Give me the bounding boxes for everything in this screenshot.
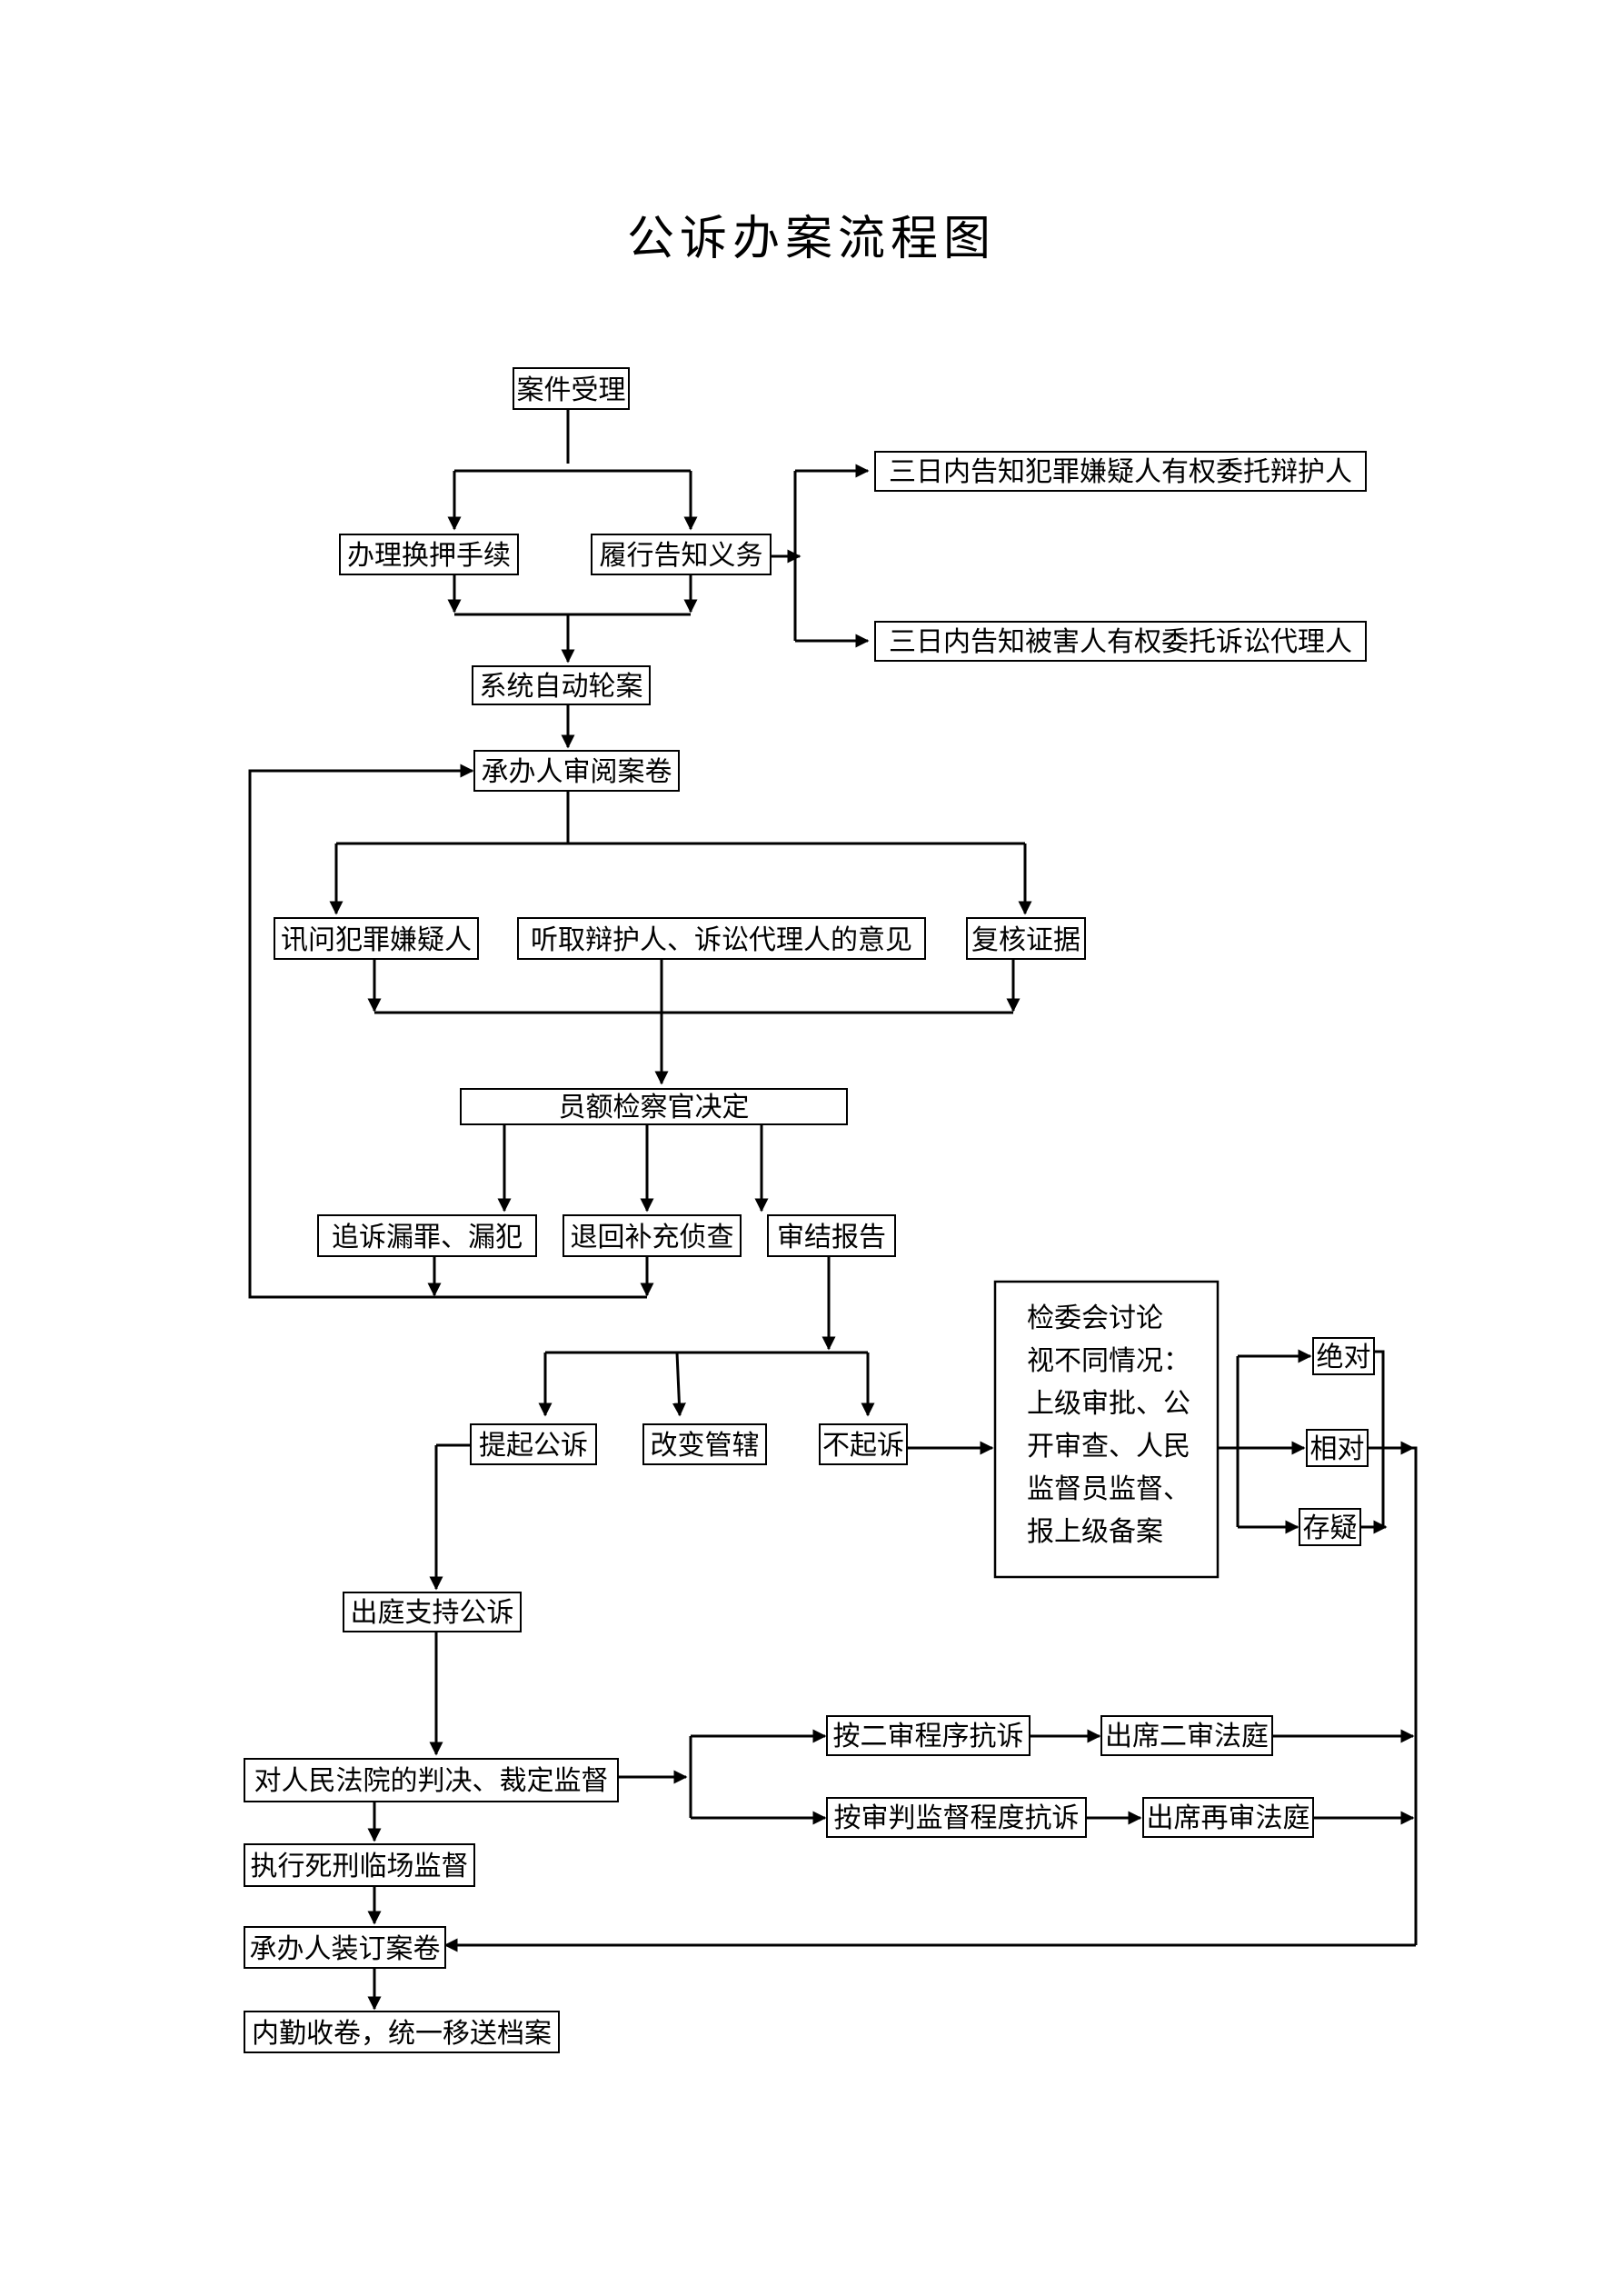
node-court2: 出席二审法庭 xyxy=(1100,1715,1273,1756)
node-notify: 履行告知义务 xyxy=(591,534,772,575)
node-absolute-label: 绝对 xyxy=(1317,1342,1371,1373)
node-accept: 案件受理 xyxy=(513,367,630,410)
node-notify-label: 履行告知义务 xyxy=(600,540,763,572)
node-court-label: 出庭支持公诉 xyxy=(351,1597,514,1629)
page-title: 公诉办案流程图 xyxy=(626,212,996,266)
node-return-label: 退回补充侦查 xyxy=(571,1222,734,1253)
node-verify-label: 复核证据 xyxy=(971,924,1080,956)
node-verify: 复核证据 xyxy=(966,917,1086,960)
node-no-prosecute-label: 不起诉 xyxy=(822,1430,904,1462)
node-supervise: 对人民法院的判决、裁定监督 xyxy=(244,1758,619,1802)
node-hear-opinions-label: 听取辩护人、诉讼代理人的意见 xyxy=(531,924,912,956)
node-committee: 检委会讨论 视不同情况： 上级审批、公 开审查、人民 监督员监督、 报上级备案 xyxy=(993,1280,1220,1579)
node-transfer: 改变管辖 xyxy=(642,1423,767,1465)
committee-line-4: 开审查、人民 xyxy=(1027,1431,1190,1462)
node-auto-assign: 系统自动轮案 xyxy=(472,665,651,705)
node-relative: 相对 xyxy=(1306,1429,1369,1467)
decision-merge xyxy=(1368,1350,1385,1527)
node-court-retrial-label: 出席再审法庭 xyxy=(1147,1802,1310,1834)
node-appeal2: 按二审程序抗诉 xyxy=(826,1715,1031,1756)
connectors xyxy=(248,409,1418,2011)
node-relative-label: 相对 xyxy=(1310,1433,1365,1465)
node-notify-suspect: 三日内告知犯罪嫌疑人有权委托辩护人 xyxy=(874,451,1367,492)
node-archive-label: 内勤收卷，统一移送档案 xyxy=(252,2018,552,2050)
node-notify-victim: 三日内告知被害人有权委托诉讼代理人 xyxy=(874,621,1367,662)
node-notify-victim-label: 三日内告知被害人有权委托诉讼代理人 xyxy=(889,626,1352,658)
committee-line-2: 视不同情况： xyxy=(1027,1345,1190,1377)
node-execution-label: 执行死刑临场监督 xyxy=(251,1851,469,1882)
node-doubt-label: 存疑 xyxy=(1303,1512,1358,1544)
node-court-retrial: 出席再审法庭 xyxy=(1142,1797,1314,1838)
node-review-label: 承办人审阅案卷 xyxy=(482,756,672,788)
node-no-prosecute: 不起诉 xyxy=(819,1423,908,1465)
node-hear-opinions: 听取辩护人、诉讼代理人的意见 xyxy=(517,917,926,960)
node-detention: 办理换押手续 xyxy=(339,534,519,575)
node-report-label: 审结报告 xyxy=(777,1222,886,1253)
node-detention-label: 办理换押手续 xyxy=(347,540,511,572)
node-accept-label: 案件受理 xyxy=(517,374,626,406)
node-archive: 内勤收卷，统一移送档案 xyxy=(244,2011,560,2053)
node-interrogate-label: 讯问犯罪嫌疑人 xyxy=(281,924,472,956)
node-appeal-sup-label: 按审判监督程度抗诉 xyxy=(834,1802,1080,1834)
node-prosecute-label: 提起公诉 xyxy=(479,1430,588,1462)
committee-line-5: 监督员监督、 xyxy=(1027,1473,1190,1505)
right-trunk xyxy=(1383,1446,1418,1945)
node-pursue: 追诉漏罪、漏犯 xyxy=(317,1214,537,1257)
arrow-to-transfer xyxy=(672,1352,686,1417)
node-return: 退回补充侦查 xyxy=(563,1214,742,1257)
node-auto-assign-label: 系统自动轮案 xyxy=(480,671,643,703)
node-doubt: 存疑 xyxy=(1299,1508,1361,1546)
node-pursue-label: 追诉漏罪、漏犯 xyxy=(332,1222,523,1253)
node-report: 审结报告 xyxy=(767,1214,896,1257)
node-appeal2-label: 按二审程序抗诉 xyxy=(833,1721,1024,1752)
committee-line-3: 上级审批、公 xyxy=(1027,1388,1190,1420)
committee-line-1: 检委会讨论 xyxy=(1027,1303,1163,1334)
committee-line-6: 报上级备案 xyxy=(1027,1516,1163,1548)
node-court: 出庭支持公诉 xyxy=(343,1592,522,1632)
node-bind: 承办人装订案卷 xyxy=(244,1926,446,1969)
node-notify-suspect-label: 三日内告知犯罪嫌疑人有权委托辩护人 xyxy=(889,456,1352,488)
node-review: 承办人审阅案卷 xyxy=(473,750,680,792)
node-prosecutor-decision-label: 员额检察官决定 xyxy=(559,1092,750,1123)
node-prosecutor-decision: 员额检察官决定 xyxy=(460,1088,848,1125)
node-supervise-label: 对人民法院的判决、裁定监督 xyxy=(254,1765,609,1797)
node-bind-label: 承办人装订案卷 xyxy=(250,1933,441,1965)
node-absolute: 绝对 xyxy=(1312,1337,1375,1375)
node-transfer-label: 改变管辖 xyxy=(651,1430,760,1462)
node-appeal-sup: 按审判监督程度抗诉 xyxy=(826,1797,1087,1838)
loop-back-line xyxy=(248,764,647,1299)
node-prosecute: 提起公诉 xyxy=(470,1423,597,1465)
node-court2-label: 出席二审法庭 xyxy=(1105,1721,1269,1752)
node-execution: 执行死刑临场监督 xyxy=(244,1843,475,1887)
node-interrogate: 讯问犯罪嫌疑人 xyxy=(274,917,479,960)
